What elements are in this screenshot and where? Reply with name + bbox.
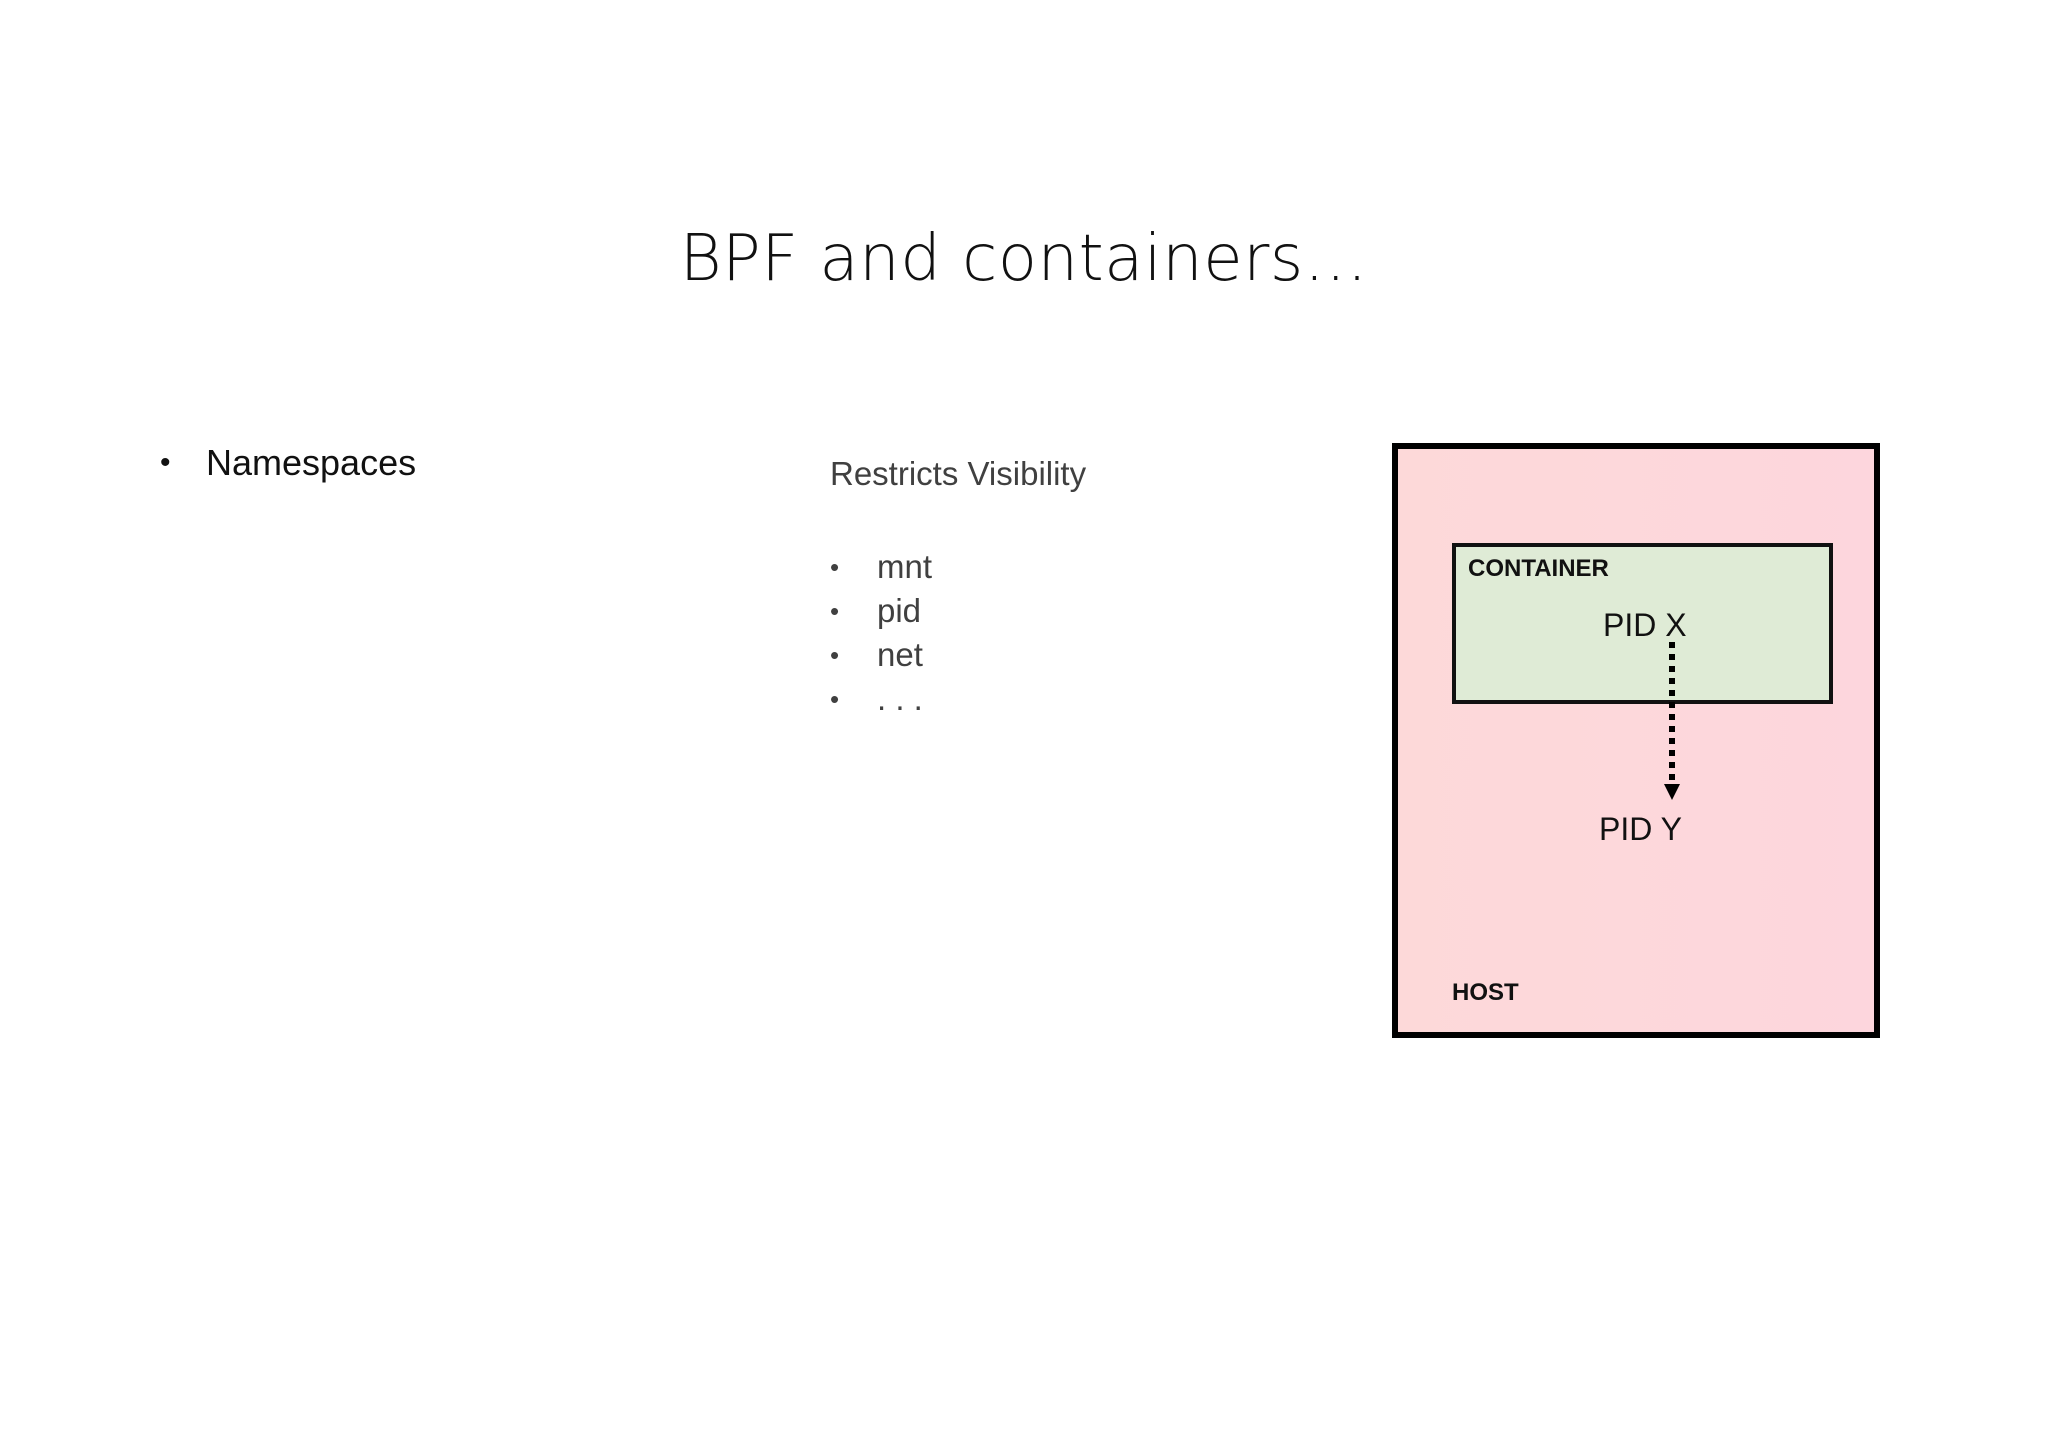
pid-y-label: PID Y (1599, 811, 1682, 847)
bullet-namespaces: • Namespaces (160, 442, 416, 484)
list-item: • net (830, 633, 1086, 677)
container-box: CONTAINER PID X (1452, 543, 1833, 704)
item-ellipsis: . . . (877, 680, 923, 717)
dotted-arrow-icon (1664, 642, 1680, 800)
host-box: CONTAINER PID X PID Y HOST (1392, 443, 1880, 1038)
bullet-icon: • (160, 446, 171, 479)
list-item: • pid (830, 589, 1086, 633)
slide-title: BPF and containers… (679, 222, 1369, 296)
bullet-icon: • (830, 552, 840, 582)
bullet-icon: • (830, 640, 840, 670)
bullet-icon: • (830, 684, 840, 714)
list-item: • . . . (830, 677, 1086, 721)
container-label: CONTAINER (1468, 555, 1609, 582)
visibility-heading: Restricts Visibility (830, 455, 1087, 492)
item-net: net (877, 636, 923, 673)
bullet-label: Namespaces (206, 442, 417, 483)
visibility-list: Restricts Visibility • mnt • pid • net • . .… (830, 455, 1086, 721)
item-mnt: mnt (877, 548, 933, 585)
list-item: • mnt (830, 545, 1086, 589)
item-pid: pid (877, 592, 922, 629)
namespace-types: • mnt • pid • net • . . . (830, 545, 1086, 721)
host-label: HOST (1452, 979, 1519, 1006)
bullet-icon: • (830, 596, 840, 626)
pid-x-label: PID X (1603, 607, 1687, 643)
